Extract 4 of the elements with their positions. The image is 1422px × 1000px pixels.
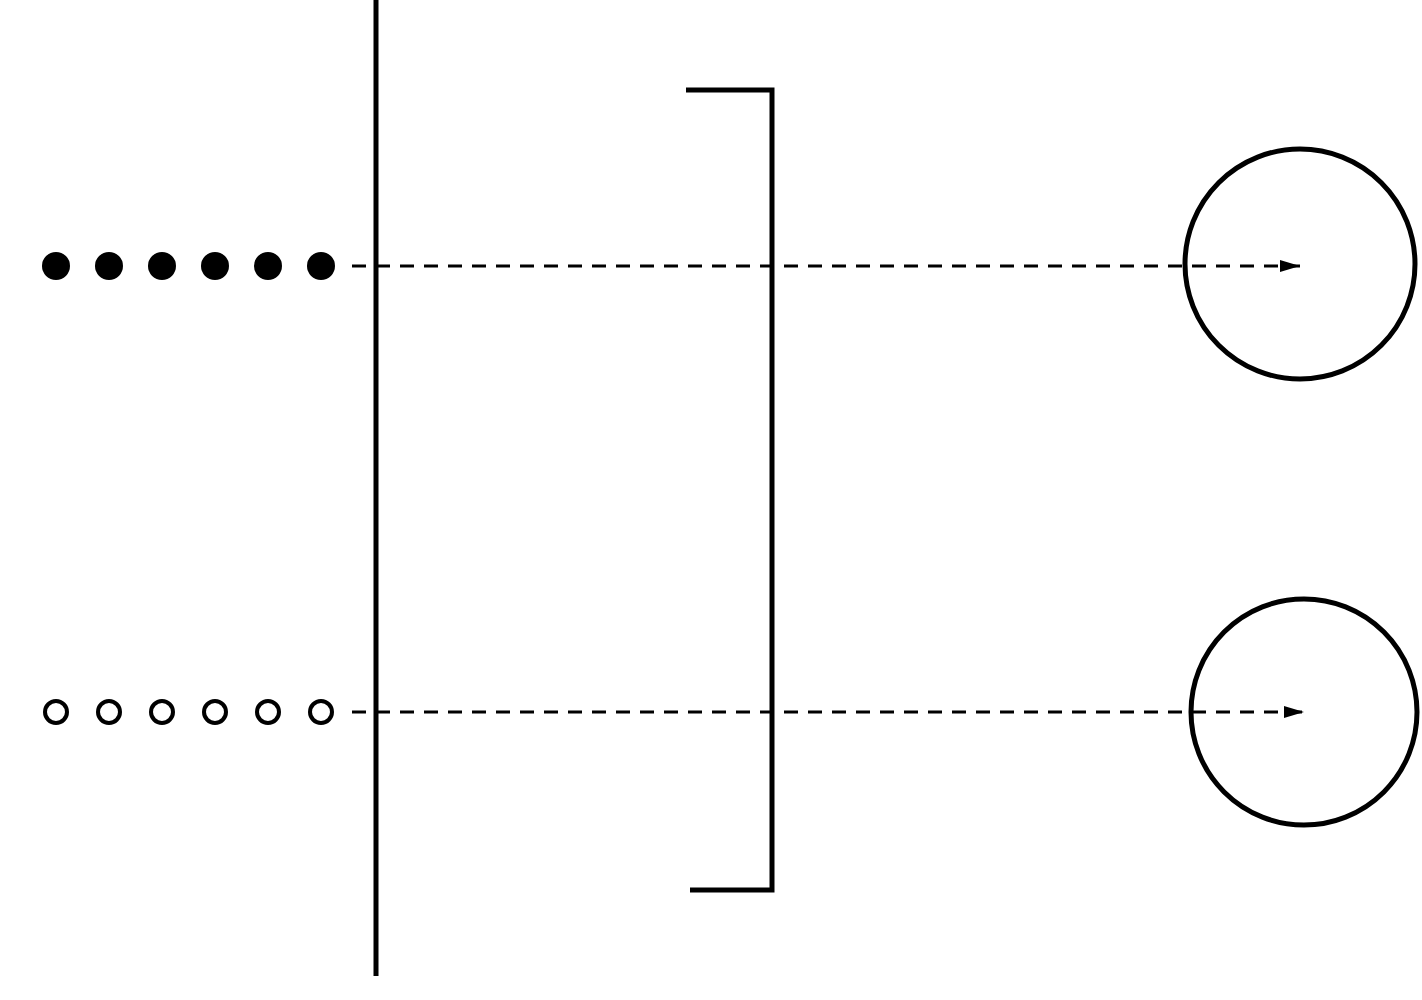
dashed-arrow [352, 706, 1304, 718]
circle [1188, 596, 1420, 828]
circle [1182, 146, 1418, 382]
dashed-arrow [352, 260, 1300, 272]
